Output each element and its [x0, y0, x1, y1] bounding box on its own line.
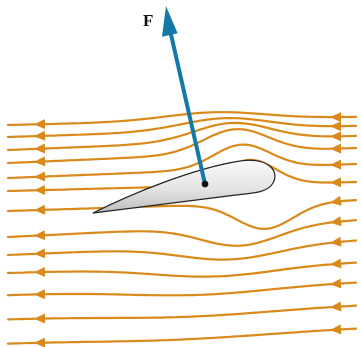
streamline-arrowhead-right-10 — [330, 259, 341, 269]
streamline-arrowhead-right-6 — [330, 177, 341, 187]
streamline-arrowhead-right-12 — [330, 302, 341, 312]
streamline-arrowhead-right-1 — [330, 112, 341, 122]
streamline-arrowhead-left-7 — [34, 205, 45, 215]
streamline-arrowhead-right-2 — [330, 121, 341, 131]
force-arrow-shaft — [170, 30, 205, 184]
streamline-arrowhead-left-10 — [34, 267, 45, 277]
streamline-arrowhead-right-13 — [330, 324, 341, 334]
streamline-7 — [8, 200, 356, 229]
streamline-8 — [8, 220, 356, 246]
streamline-arrowhead-right-3 — [330, 131, 341, 141]
streamline-3 — [8, 123, 356, 150]
streamline-arrowhead-right-4 — [330, 144, 341, 154]
force-label: F — [143, 11, 153, 30]
force-arrow-head — [162, 6, 178, 37]
streamline-arrowhead-left-3 — [34, 144, 45, 154]
streamline-10 — [8, 263, 356, 277]
streamline-arrowhead-right-11 — [330, 279, 341, 289]
streamline-arrowhead-right-5 — [330, 160, 341, 170]
streamline-arrowhead-left-13 — [34, 338, 45, 347]
streamline-9 — [8, 241, 356, 260]
streamline-arrowhead-left-6 — [34, 185, 45, 195]
streamline-arrowhead-left-12 — [34, 314, 45, 324]
streamline-arrowhead-left-9 — [34, 248, 45, 258]
streamline-arrowhead-right-8 — [330, 216, 342, 226]
streamline-arrowhead-left-1 — [34, 119, 45, 129]
streamline-arrowhead-left-8 — [34, 230, 45, 240]
streamline-12 — [8, 306, 356, 320]
streamline-arrowhead-left-4 — [34, 156, 45, 166]
streamlines — [8, 112, 356, 347]
streamline-arrowhead-left-11 — [34, 289, 45, 299]
streamline-13 — [8, 329, 356, 344]
streamline-arrowhead-left-2 — [34, 131, 45, 141]
streamline-arrowhead-left-5 — [34, 172, 45, 182]
center-of-pressure-dot — [202, 181, 209, 188]
streamline-11 — [8, 283, 356, 296]
streamline-arrowhead-right-7 — [330, 196, 342, 206]
